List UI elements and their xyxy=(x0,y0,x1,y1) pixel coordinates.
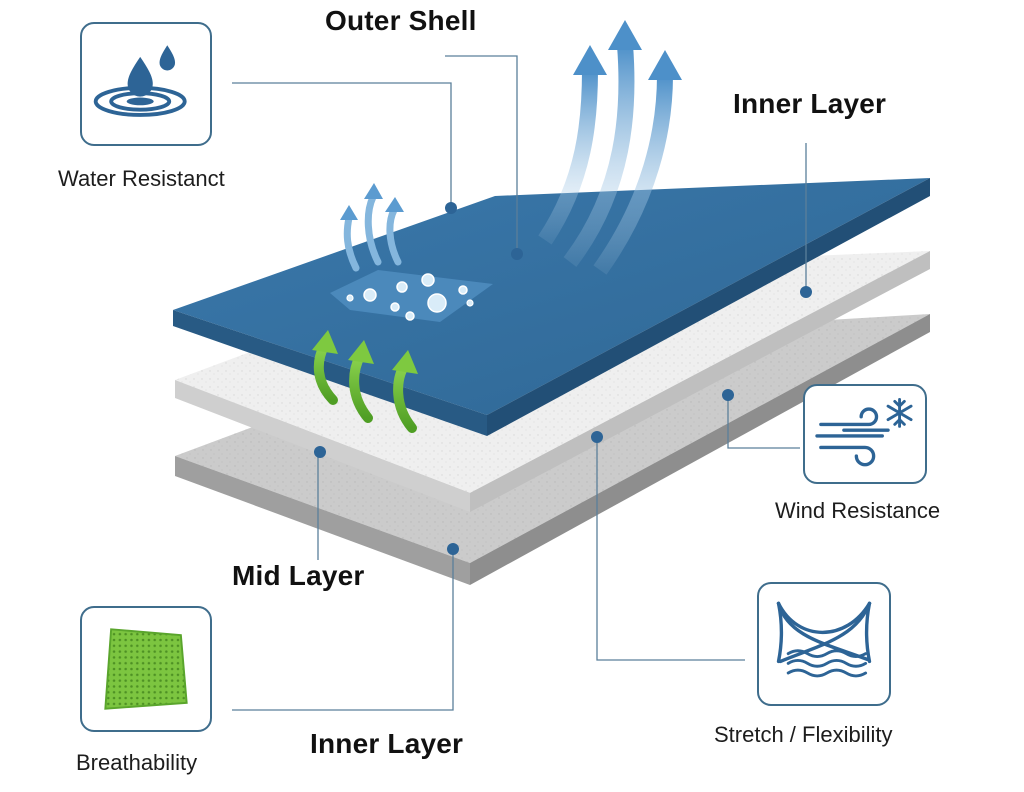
wind-snowflake-icon xyxy=(815,398,913,467)
wind-resistance-icon-box xyxy=(803,384,927,484)
water-resistance-icon-box xyxy=(80,22,212,146)
breathability-label: Breathability xyxy=(76,750,198,775)
inner-layer-top-label: Inner Layer xyxy=(733,88,887,119)
stretch-fabric-icon xyxy=(776,601,872,678)
wind-resistance-label: Wind Resistance xyxy=(775,498,941,523)
inner-layer-bottom-label: Inner Layer xyxy=(310,728,464,759)
mesh-fabric-icon xyxy=(104,628,188,710)
breathability-icon-box xyxy=(80,606,212,732)
stretch-flexibility-label: Stretch / Flexibility xyxy=(714,722,893,747)
outer-shell-label: Outer Shell xyxy=(325,5,477,36)
leader-lines xyxy=(232,55,807,711)
mid-layer-label: Mid Layer xyxy=(232,560,365,591)
leader-dots xyxy=(314,202,812,555)
water-droplet-patch xyxy=(330,270,493,322)
vapor-arrows-large xyxy=(538,44,673,275)
water-drops-icon xyxy=(93,45,187,117)
water-resistance-label: Water Resistanct xyxy=(58,166,225,191)
stretch-flexibility-icon-box xyxy=(757,582,891,706)
vapor-arrows-small xyxy=(343,193,402,272)
